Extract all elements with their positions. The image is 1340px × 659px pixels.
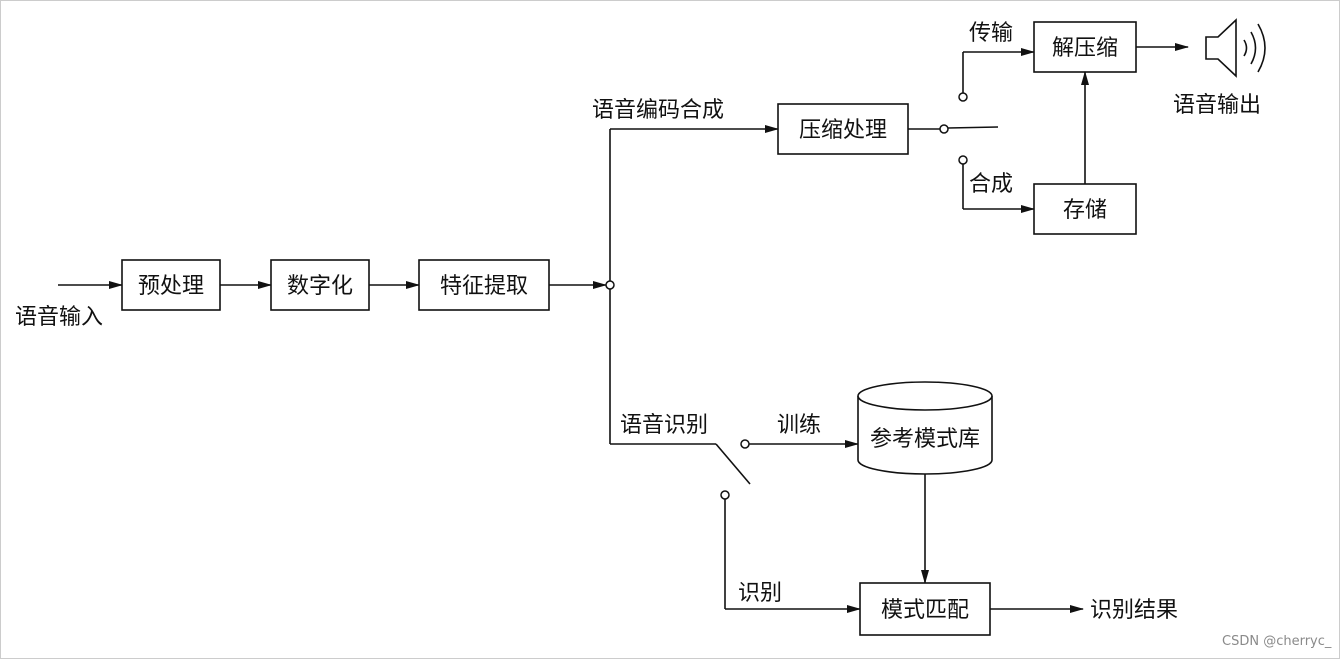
switch-blade-top — [947, 126, 999, 129]
branch-junction — [605, 280, 615, 290]
speech-coding-label: 语音编码合成 — [592, 98, 724, 123]
pattern-match-label: 模式匹配 — [881, 598, 969, 623]
speaker-icon — [1205, 18, 1266, 78]
decompress-label: 解压缩 — [1052, 36, 1118, 61]
train-label: 训练 — [777, 413, 821, 438]
switch-blade-bottom — [715, 443, 751, 485]
reference-db-node: 参考模式库 — [857, 381, 993, 475]
switch-contact-synth — [958, 155, 968, 165]
switch-pivot-top — [939, 124, 949, 134]
speech-input-label: 语音输入 — [15, 305, 103, 330]
switch-contact-transmit — [958, 92, 968, 102]
digitize-label: 数字化 — [287, 274, 353, 299]
compress-label: 压缩处理 — [799, 118, 887, 143]
feature-extract-label: 特征提取 — [440, 274, 528, 299]
switch-contact-recognize — [720, 490, 730, 500]
recognition-result-label: 识别结果 — [1090, 598, 1178, 623]
reference-db-label: 参考模式库 — [870, 427, 980, 452]
switch-contact-train — [740, 439, 750, 449]
preprocess-label: 预处理 — [138, 274, 204, 299]
synthesize-label: 合成 — [969, 172, 1013, 197]
compress-node: 压缩处理 — [777, 103, 909, 155]
recognize-label: 识别 — [738, 581, 782, 606]
preprocess-node: 预处理 — [121, 259, 221, 311]
speech-output-label: 语音输出 — [1173, 93, 1261, 118]
transmit-label: 传输 — [969, 21, 1013, 46]
speech-recognition-label: 语音识别 — [620, 413, 708, 438]
pattern-match-node: 模式匹配 — [859, 582, 991, 636]
storage-node: 存储 — [1033, 183, 1137, 235]
digitize-node: 数字化 — [270, 259, 370, 311]
storage-label: 存储 — [1063, 198, 1107, 223]
feature-extract-node: 特征提取 — [418, 259, 550, 311]
decompress-node: 解压缩 — [1033, 21, 1137, 73]
watermark: CSDN @cherryc_ — [1222, 634, 1332, 649]
